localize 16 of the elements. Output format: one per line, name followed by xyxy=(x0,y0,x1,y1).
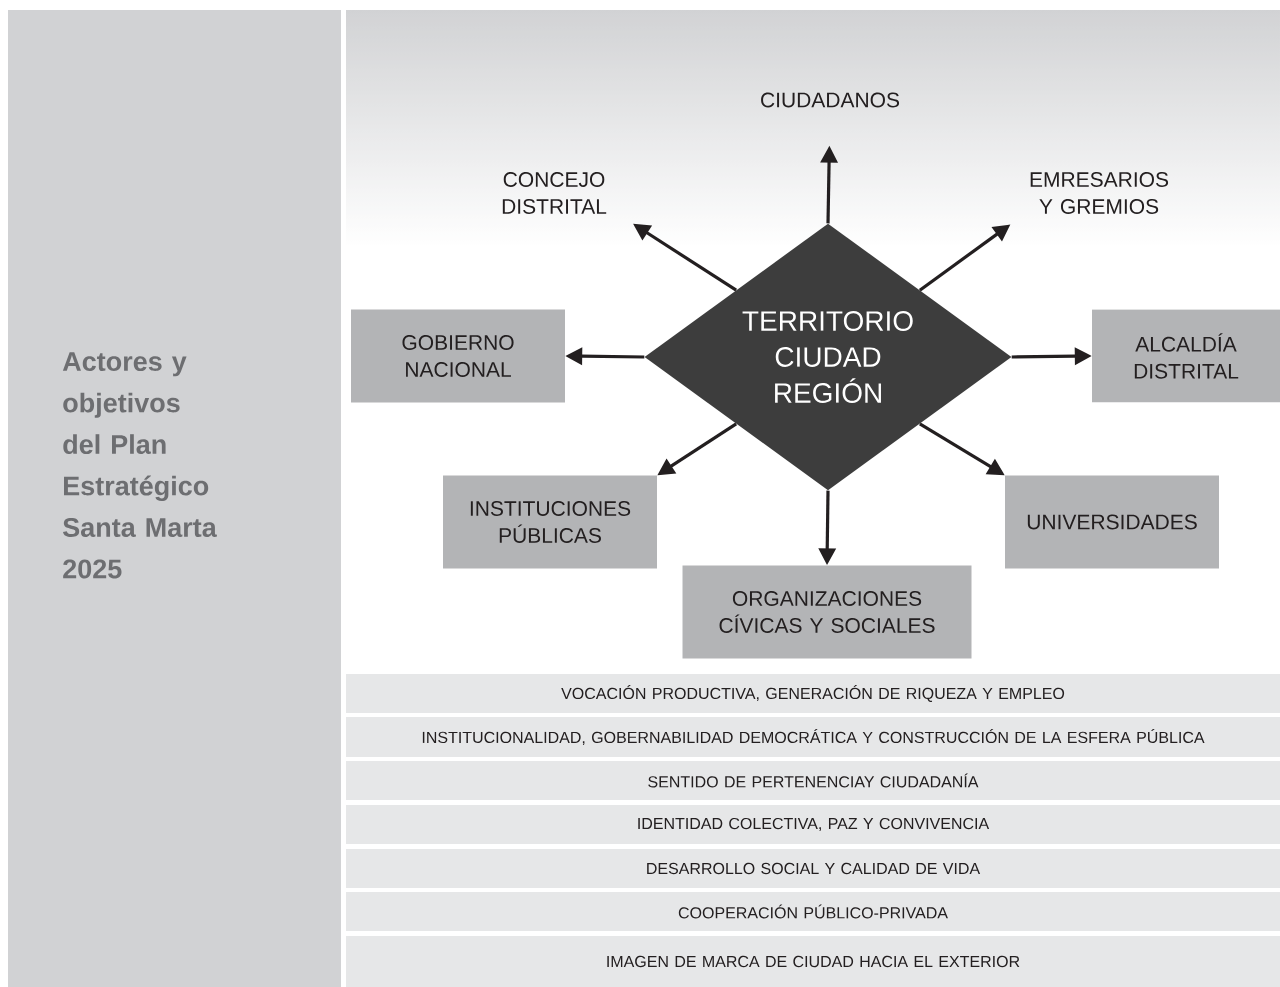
objective-band: INSTITUCIONALIDAD, GOBERNABILIDAD DEMOCRÁTICA Y CONSTRUCCIÓN DE LA ESFERA PÚBLICA xyxy=(346,717,1280,757)
actor-label: CIUDADANOS xyxy=(761,92,900,108)
objective-band: DESARROLLO SOCIAL Y CALIDAD DE VIDA xyxy=(346,849,1280,888)
objective-band: SENTIDO DE PERTENENCIAY CIUDADANÍA xyxy=(346,761,1280,800)
objective-band: IMAGEN DE MARCA DE CIUDAD HACIA EL EXTERIOR xyxy=(346,936,1280,987)
objective-band: IDENTIDAD COLECTIVA, PAZ Y CONVIVENCIA xyxy=(346,805,1280,844)
actor-box: UNIVERSIDADES xyxy=(1005,475,1219,569)
actor-label: EMRESARIOS Y GREMIOS xyxy=(1030,172,1169,214)
objective-band: COOPERACIÓN PÚBLICO-PRIVADA xyxy=(346,892,1280,931)
actor-box: GOBIERNO NACIONAL xyxy=(351,309,565,403)
actor-label: CONCEJO DISTRITAL xyxy=(502,172,607,214)
actor-box: ORGANIZACIONES CÍVICAS Y SOCIALES xyxy=(682,565,972,659)
actor-box: INSTITUCIONES PÚBLICAS xyxy=(443,475,657,569)
actor-box: ALCALDÍA DISTRITAL xyxy=(1092,309,1280,403)
side-title: Actores y objetivos del Plan Estratégico Santa Marta 2025 xyxy=(62,352,217,579)
objective-band: VOCACIÓN PRODUCTIVA, GENERACIÓN DE RIQUEZA Y EMPLEO xyxy=(346,674,1280,713)
